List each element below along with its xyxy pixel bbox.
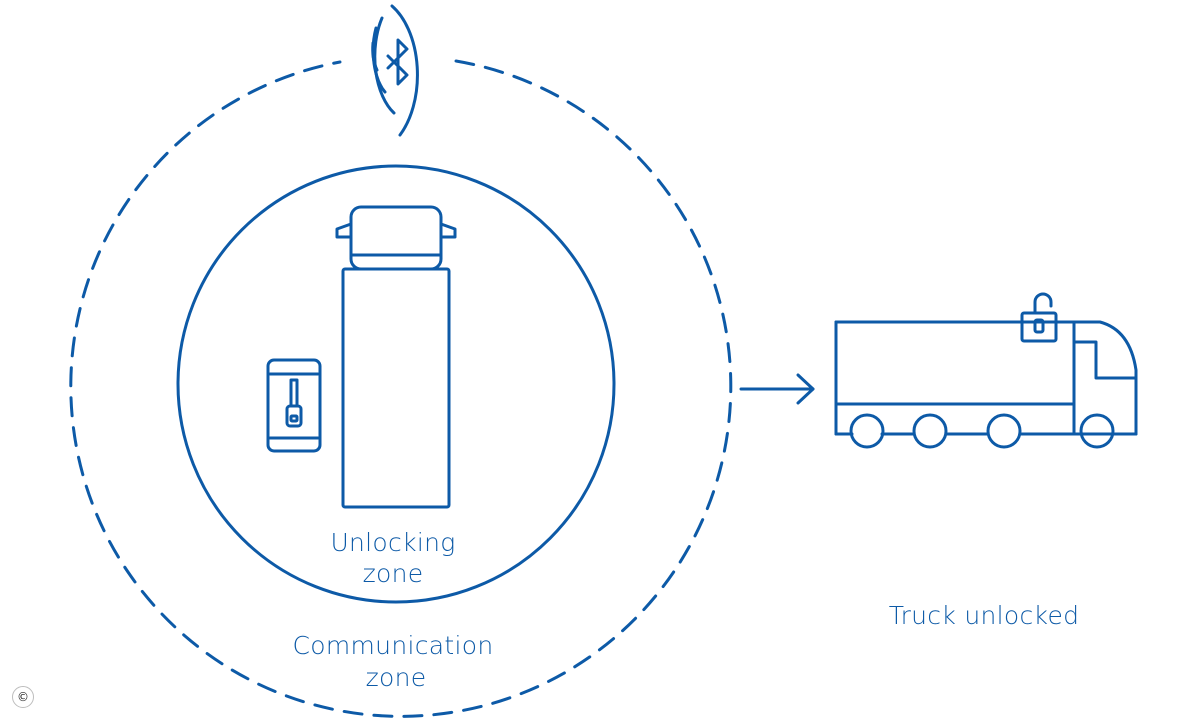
bluetooth-icon [371, 4, 419, 137]
truck-top-view [335, 205, 457, 509]
padlock-open-icon [1020, 292, 1058, 343]
unlocking-zone-circle [176, 164, 616, 604]
copyright-icon: © [12, 686, 34, 708]
smartphone-icon [266, 358, 322, 453]
unlocking-zone-label-line2: zone [363, 559, 424, 588]
unlocking-zone-label-line1: Unlocking [330, 528, 455, 557]
truck-unlocked-label: Truck unlocked [889, 601, 1080, 630]
communication-zone-label-line2: zone [366, 663, 427, 692]
key-icon [285, 378, 303, 428]
communication-zone-circle [69, 59, 733, 718]
arrow-right-icon [739, 373, 815, 405]
truck-icon [834, 320, 1138, 449]
communication-zone-label-line1: Communication [293, 631, 494, 660]
